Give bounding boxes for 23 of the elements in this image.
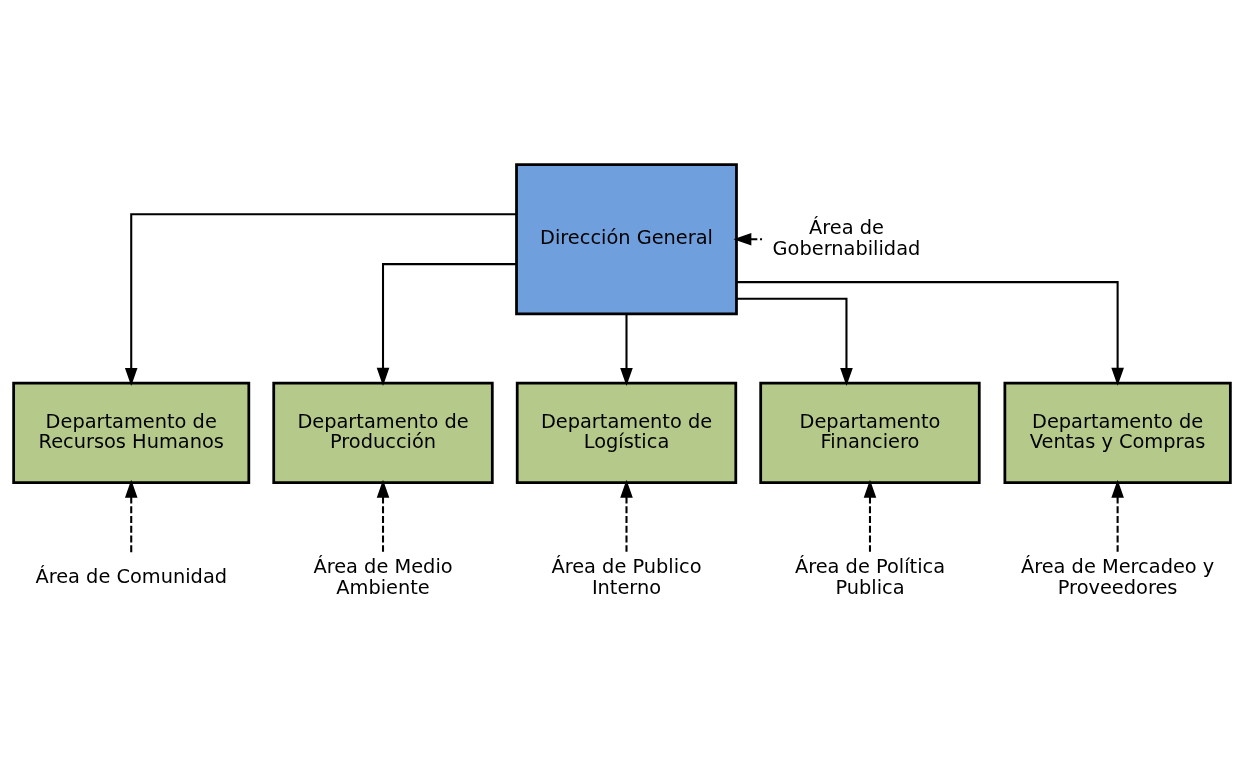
node-box: Departamento de Producción bbox=[272, 381, 494, 484]
arrow bbox=[736, 280, 1124, 386]
node-box: Departamento Financiero bbox=[759, 381, 981, 484]
arrow bbox=[376, 479, 390, 552]
node-text: Área de Mercadeo y Proveedores bbox=[1020, 554, 1215, 599]
arrow bbox=[620, 479, 633, 552]
node-box: Dirección General bbox=[515, 162, 738, 315]
arrow bbox=[733, 232, 763, 246]
node-box: Departamento de Logística bbox=[515, 381, 738, 484]
arrow bbox=[376, 262, 517, 386]
arrow bbox=[1111, 479, 1124, 552]
node-box: Departamento de Recursos Humanos bbox=[12, 381, 251, 484]
arrow bbox=[620, 313, 633, 386]
arrow bbox=[863, 479, 877, 552]
arrow bbox=[124, 212, 516, 386]
node-box: Departamento de Ventas y Compras bbox=[1003, 381, 1232, 484]
node-text: Área de Gobernabilidad bbox=[772, 215, 921, 260]
node-text: Área de Publico Interno bbox=[551, 554, 702, 599]
arrow bbox=[124, 479, 138, 553]
node-text: Área de Medio Ambiente bbox=[313, 554, 453, 599]
node-text: Área de Comunidad bbox=[35, 564, 228, 588]
arrow bbox=[736, 297, 853, 386]
node-text: Área de Política Publica bbox=[794, 554, 946, 599]
